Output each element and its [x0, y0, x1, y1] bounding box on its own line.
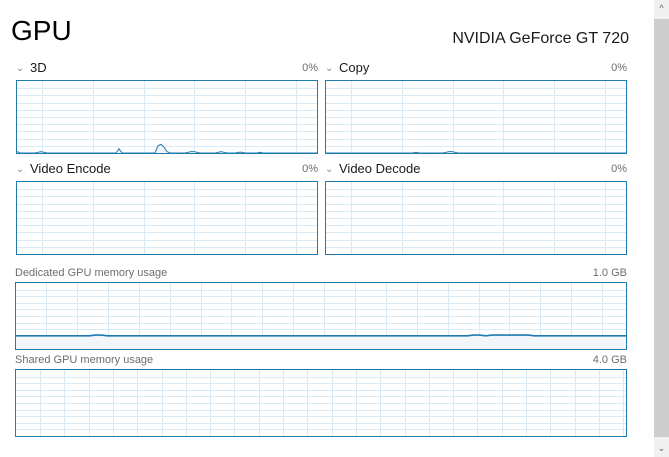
usage-line	[17, 143, 317, 153]
usage-line	[326, 151, 626, 153]
engine-selector-video-decode[interactable]: ⌄ Video Decode	[325, 161, 420, 177]
chevron-down-icon: ⌄	[325, 164, 334, 175]
engine-label: Copy	[339, 60, 370, 75]
engine-graph-video-encode	[16, 181, 318, 255]
engine-percent: 0%	[302, 62, 318, 74]
graph-canvas	[16, 283, 626, 349]
gpu-device-name: NVIDIA GeForce GT 720	[452, 30, 629, 47]
scrollbar-thumb[interactable]	[654, 19, 669, 437]
dedicated-memory-capacity: 1.0 GB	[592, 267, 627, 279]
engine-label: 3D	[30, 60, 47, 75]
shared-memory-label: Shared GPU memory usage	[15, 354, 154, 366]
engine-percent: 0%	[302, 163, 318, 175]
dedicated-memory-label: Dedicated GPU memory usage	[15, 267, 168, 279]
dedicated-memory-graph	[15, 282, 627, 350]
engine-selector-3d[interactable]: ⌄ 3D	[16, 60, 47, 76]
page-title: GPU	[11, 15, 72, 46]
shared-memory-capacity: 4.0 GB	[592, 354, 627, 366]
chevron-down-icon: ⌄	[325, 63, 334, 74]
chevron-down-icon: ⌄	[16, 164, 25, 175]
engine-label: Video Decode	[339, 161, 421, 176]
usage-line	[16, 334, 626, 337]
engine-selector-video-encode[interactable]: ⌄ Video Encode	[16, 161, 111, 177]
scroll-down-arrow-icon[interactable]: ⌄	[657, 443, 666, 453]
graph-canvas	[17, 81, 317, 153]
engine-percent: 0%	[611, 163, 627, 175]
shared-memory-graph	[15, 369, 627, 437]
graph-canvas	[16, 370, 626, 436]
scroll-up-arrow-icon[interactable]: ^	[659, 3, 664, 13]
graph-canvas	[17, 182, 317, 254]
engine-percent: 0%	[611, 62, 627, 74]
engine-selector-copy[interactable]: ⌄ Copy	[325, 60, 369, 76]
graph-canvas	[326, 182, 626, 254]
engine-label: Video Encode	[30, 161, 111, 176]
usage-area	[16, 335, 626, 349]
engine-graph-copy	[325, 80, 627, 154]
chevron-down-icon: ⌄	[16, 63, 25, 74]
engine-graph-3d	[16, 80, 318, 154]
graph-canvas	[326, 81, 626, 153]
engine-graph-video-decode	[325, 181, 627, 255]
